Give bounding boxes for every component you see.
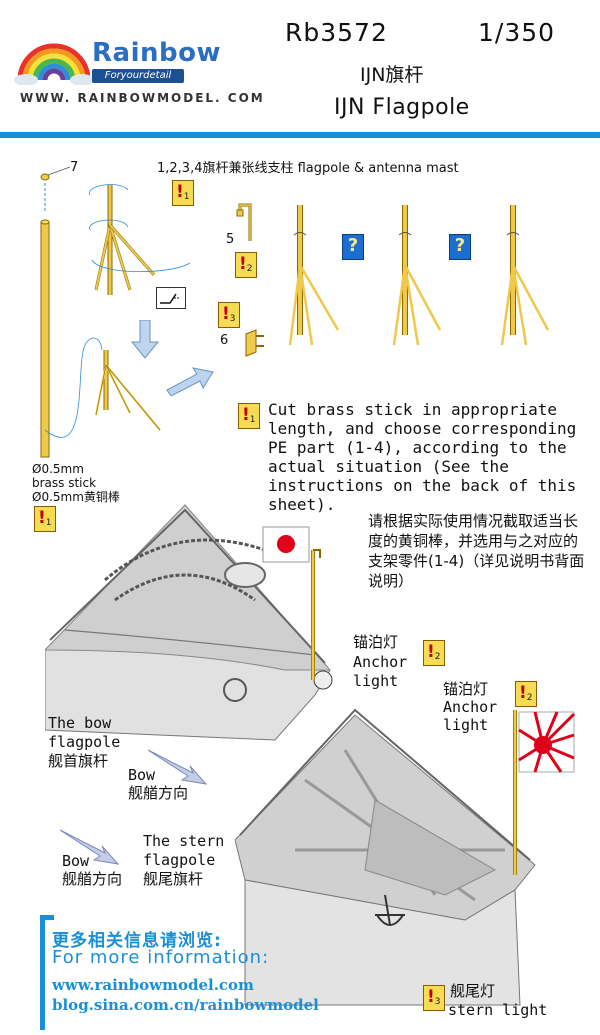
scale-label: 1/350 [478,18,556,47]
arrow-right-icon [166,367,214,396]
bow-ship-diagram [45,504,333,741]
part-5-light-diagram [236,203,252,241]
note-text-en: Cut brass stick in appropriate length, a… [268,400,577,514]
part-number-6: 6 [220,333,229,348]
bow-caption-en1: The bow [48,714,112,732]
stern-light-en: stern light [448,1001,548,1019]
bow-anchor-light-en2: light [353,672,399,690]
bow-caption-cn: 舰首旗杆 [48,752,109,770]
bow-direction-cn: 舰艏方向 [128,784,189,802]
brand-name: Rainbow [92,38,221,68]
bow-direction-arrow-icon [148,749,208,785]
part-number-5: 5 [226,232,235,247]
warning-marker-1: !1 [172,180,194,206]
stern-direction-arrow-icon [60,829,120,865]
stern-light-marker: !3 [423,985,445,1011]
fold-icon [156,287,186,309]
step-caption: 1,2,3,4旗杆兼张线支柱 flagpole & antenna mast [157,161,459,176]
warning-marker-2: !2 [235,252,257,278]
bow-anchor-light-marker: !2 [423,640,445,666]
question-marker-2: ? [449,234,471,260]
bow-anchor-light-en1: Anchor [353,653,408,671]
footer-bar-top [40,915,54,920]
brass-warning-marker: !1 [34,506,56,532]
title-en: IJN Flagpole [334,95,470,120]
stern-caption-cn: 舰尾旗杆 [143,870,204,888]
part-number-7: 7 [70,160,79,175]
brass-stick-label: Ø0.5mm brass stick Ø0.5mm黄铜棒 [32,462,120,504]
header-divider [0,132,600,138]
footer-url-blog[interactable]: blog.sina.com.cn/rainbowmodel [52,996,319,1014]
stern-ship-diagram [235,708,576,1006]
bow-caption-en2: flagpole [48,733,121,751]
stern-direction-cn: 舰艏方向 [62,870,123,888]
stern-caption-en2: flagpole [143,851,216,869]
note-warning-marker: !1 [238,403,260,429]
footer-more-info-en: For more information: [52,947,270,968]
stern-anchor-light-marker: !2 [515,681,537,707]
footer-url-site[interactable]: www.rainbowmodel.com [52,976,254,994]
footer-bar [40,915,45,1030]
website-link[interactable]: WWW. RAINBOWMODEL. COM [20,91,265,105]
stern-light-cn: 舰尾灯 [450,982,496,1000]
brass-stick-diagram [40,166,191,458]
note-text-cn: 请根据实际使用情况截取适当长度的黄铜棒，并选用与之对应的支架零件(1-4)（详见… [368,512,585,590]
brand-tagline: Foryourdetail [92,69,184,83]
stern-caption-en1: The stern [143,832,225,850]
stern-direction-en: Bow [62,852,90,870]
product-code: Rb3572 [285,18,388,47]
stern-anchor-light-cn: 锚泊灯 [443,680,489,698]
stern-anchor-light-en1: Anchor [443,698,498,716]
stern-anchor-light-en2: light [443,716,489,734]
arrow-down-icon [130,320,160,359]
bow-direction-en: Bow [128,766,156,784]
title-cn: IJN旗杆 [360,64,424,86]
assembled-masts-diagram [288,205,550,346]
question-marker-1: ? [342,234,364,260]
rainbow-logo-icon [14,43,94,85]
warning-marker-3: !3 [218,302,240,328]
bow-anchor-light-cn: 锚泊灯 [353,633,399,651]
part-6-bracket-diagram [245,329,264,357]
footer-more-info-cn: 更多相关信息请浏览: [52,931,222,951]
